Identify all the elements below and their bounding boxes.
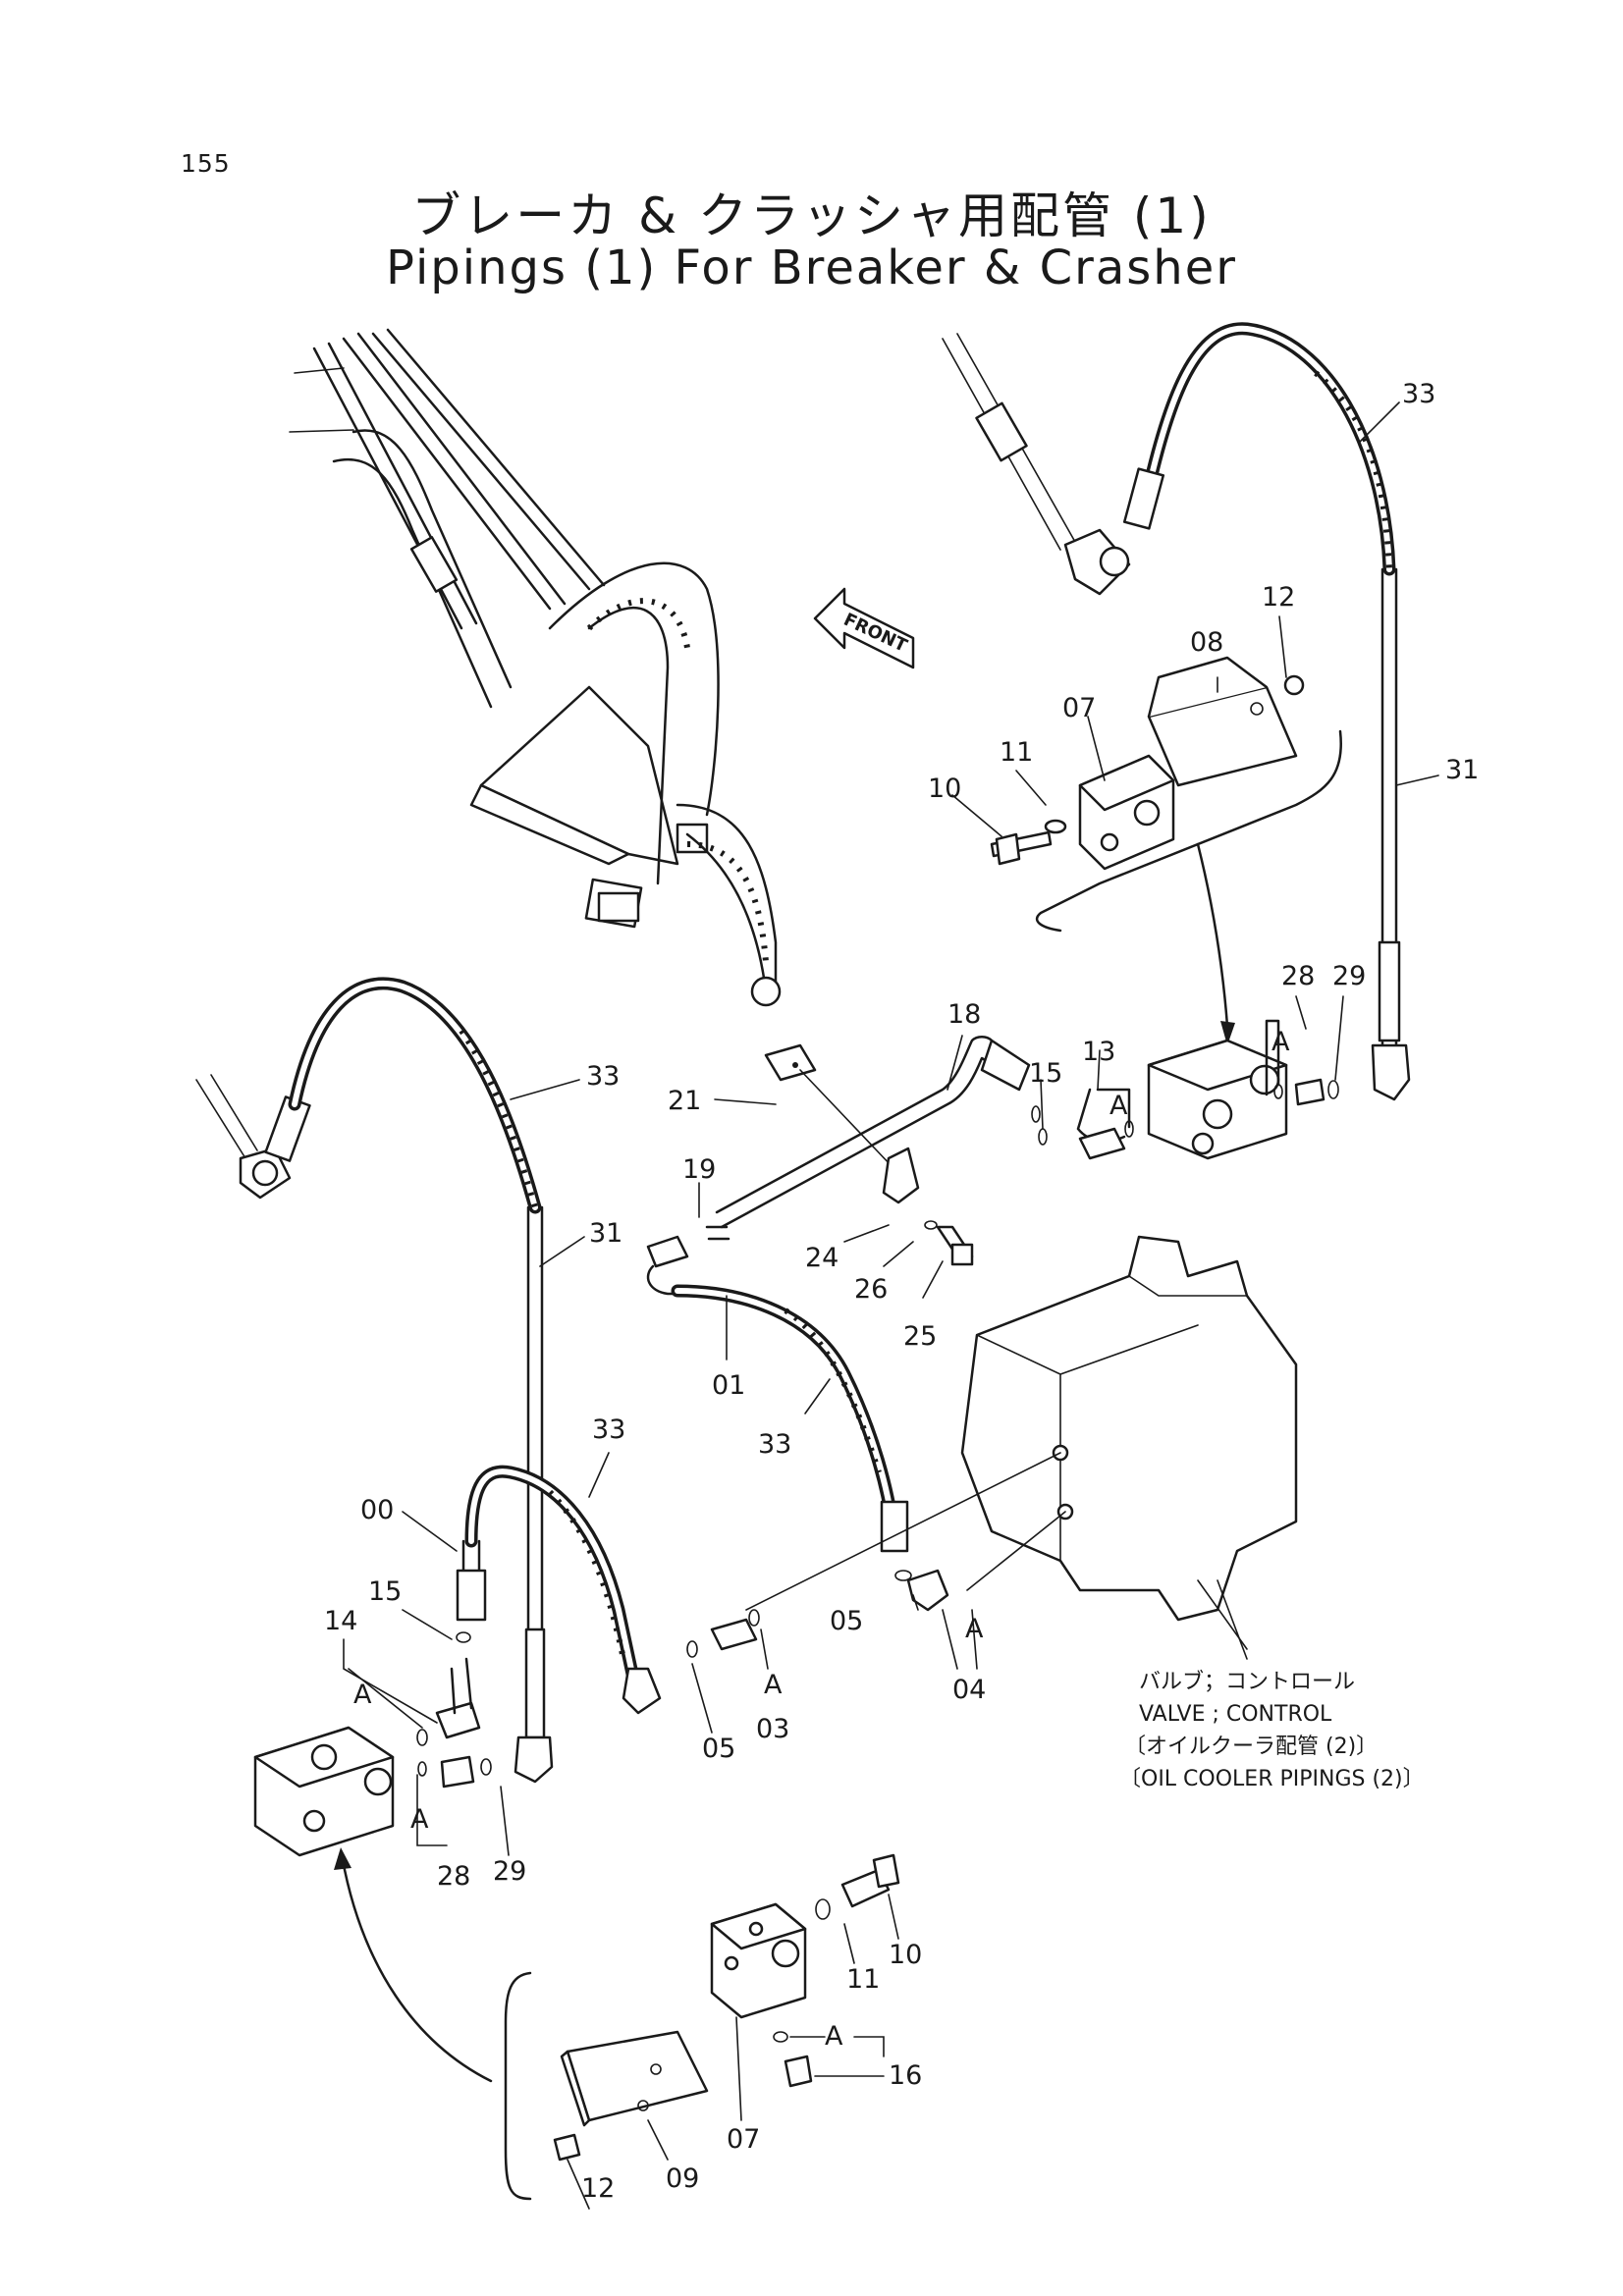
callout-A: A [764,1670,783,1700]
arrow-lower-to-block [342,1863,493,2083]
callout-26: 26 [854,1274,888,1305]
valve-note-line4: 〔OIL COOLER PIPINGS (2)〕 [1119,1767,1425,1791]
callout-09: 09 [666,2163,699,2194]
callout-25: 25 [903,1321,937,1352]
callout-33: 33 [1402,379,1435,409]
valve-note-line3: 〔オイルクーラ配管 (2)〕 [1124,1735,1378,1759]
callout-29: 29 [1332,961,1366,991]
page-number: 155 [181,149,231,178]
callout-28: 28 [437,1861,470,1892]
callout-A: A [1271,1027,1290,1057]
callout-33: 33 [758,1429,791,1460]
arrow-lower-head [334,1847,352,1870]
callout-05: 05 [702,1734,735,1764]
callout-11: 11 [1000,737,1033,768]
lower-hoses [456,1465,662,1715]
callout-04: 04 [952,1675,986,1705]
callout-33: 33 [592,1415,625,1445]
fitting-block-right [715,1019,1339,1229]
detail-lower-bracket [504,1853,900,2201]
callout-13: 13 [1082,1037,1115,1067]
callout-11: 11 [846,1964,880,1995]
callout-15: 15 [1029,1058,1062,1089]
callout-A: A [1109,1091,1128,1121]
callout-14: 14 [324,1606,357,1636]
valve-note-line1: バルブ；コントロール [1139,1670,1355,1694]
pipe-31-right [1122,322,1411,1101]
callout-12: 12 [1262,582,1295,613]
lower-fittings [416,1609,760,1789]
callout-24: 24 [805,1243,839,1273]
title-english: Pipings (1) For Breaker & Crasher [386,240,1237,295]
callout-10: 10 [928,774,961,804]
callout-07: 07 [727,2124,760,2155]
callouts: 33 12 08 07 11 10 31 28 29 A 18 13 15 A … [324,379,1479,2204]
callout-31: 31 [589,1218,622,1249]
callout-29: 29 [493,1856,526,1887]
callout-A: A [410,1804,429,1835]
callout-A: A [353,1680,372,1710]
pipe-01-hose-33 [646,1225,949,1612]
callout-33: 33 [586,1061,620,1092]
callout-15: 15 [368,1576,402,1607]
cylinder-top-right [942,333,1131,596]
callout-31: 31 [1445,755,1479,785]
callout-18: 18 [947,999,981,1030]
valve-note: バルブ；コントロール VALVE ; CONTROL 〔オイルクーラ配管 (2)… [1119,1670,1425,1791]
callout-19: 19 [682,1154,716,1185]
callout-00: 00 [360,1495,394,1525]
clamp-assembly-middle [764,1043,974,1266]
callout-A: A [965,1614,984,1644]
arrow-upper-to-block [1196,842,1229,1028]
callout-21: 21 [668,1086,701,1116]
callout-16: 16 [889,2060,922,2091]
callout-08: 08 [1190,627,1223,658]
callout-28: 28 [1281,961,1315,991]
valve-note-line2: VALVE ; CONTROL [1139,1702,1332,1727]
detail-upper-bracket [990,656,1343,933]
callout-01: 01 [712,1370,745,1401]
pipe-31-left [195,977,554,1784]
fitting-block-left [253,1726,395,1857]
front-direction-arrow: FRONT [813,587,915,669]
callout-10: 10 [889,1940,922,1970]
control-valve [745,1235,1298,1650]
callout-07: 07 [1062,693,1096,723]
callout-12: 12 [581,2173,615,2204]
callout-03: 03 [756,1714,789,1744]
title-japanese: ブレーカ & クラッシャ用配管 (1) [411,187,1212,244]
callout-05: 05 [830,1606,863,1636]
arrow-upper-head [1220,1021,1235,1045]
leader-lines [343,401,1439,2210]
boom-assembly [289,328,782,1007]
callout-A: A [825,2021,843,2052]
